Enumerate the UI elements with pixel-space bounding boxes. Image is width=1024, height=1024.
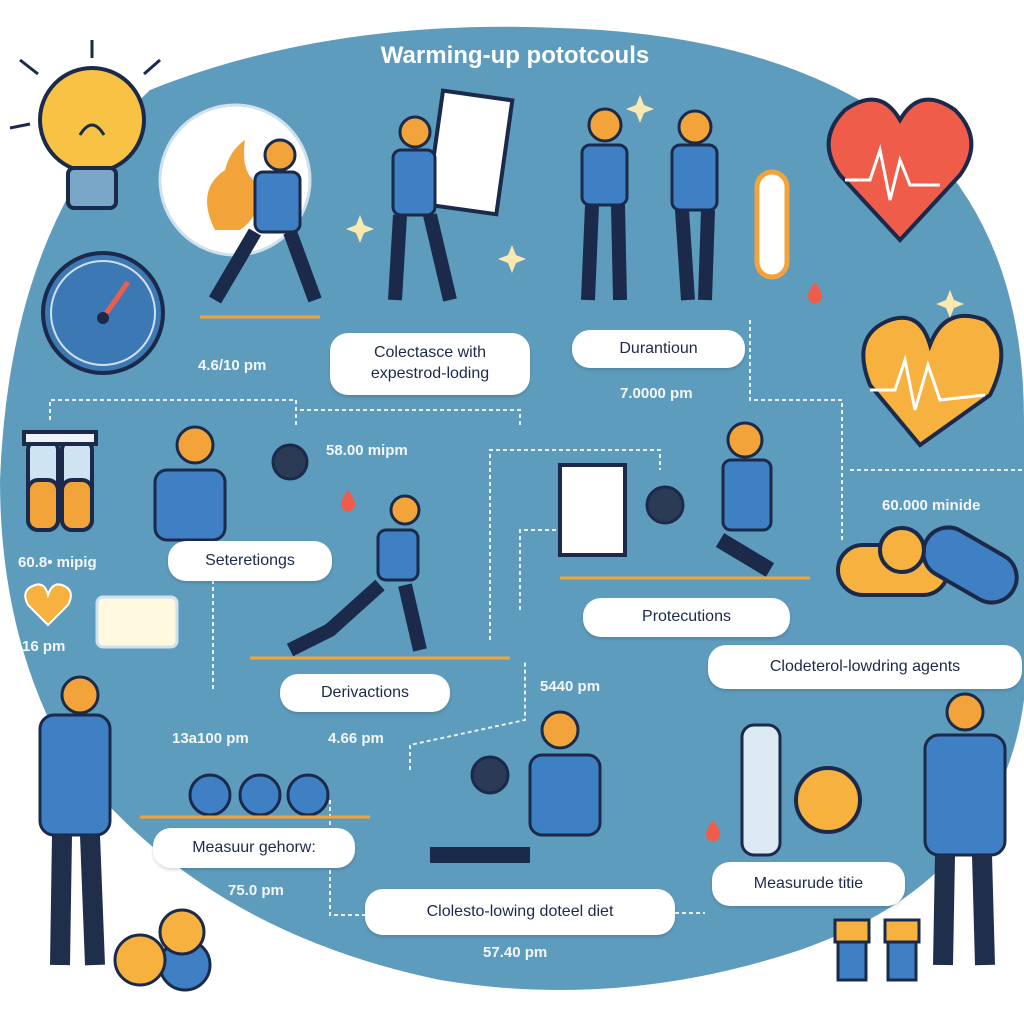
label-colectasce-line2: expestrod-loding <box>370 365 490 382</box>
small-heart-icon <box>24 583 72 627</box>
dumbbells-icon <box>833 918 921 982</box>
label-durantioun: Durantioun <box>572 330 745 368</box>
blood-drop-icons <box>341 282 822 842</box>
floor-lines <box>200 315 810 660</box>
pills-icon <box>836 525 1019 605</box>
person-coach-right <box>923 692 1007 966</box>
exercise-figures <box>38 107 1007 966</box>
time-readout: 4.66 pm <box>328 730 384 747</box>
label-clodeterol: Clodeterol-lowdring agents <box>708 645 1022 689</box>
clipboard-icon <box>424 88 515 217</box>
water-bottle-icon <box>740 723 782 857</box>
time-readout: 58.00 mipm <box>326 442 408 459</box>
person-standing-1 <box>580 107 629 301</box>
time-readout: 4.6/10 pm <box>198 357 267 374</box>
page-title: Warming-up pototcouls <box>380 42 650 69</box>
time-readout: 75.0 pm <box>228 882 284 899</box>
person-kneeling <box>645 421 775 577</box>
chat-bubble-icon <box>95 595 179 649</box>
person-lunging <box>208 138 322 304</box>
heart-red-icon <box>826 97 974 243</box>
person-coach-left <box>38 675 112 966</box>
thermometer-icon <box>754 169 790 280</box>
person-lunge-dumbbell <box>286 494 427 657</box>
time-readout: 7.0000 pm <box>620 385 693 402</box>
label-seteretiongs: Seteretiongs <box>168 541 332 581</box>
person-seated-curl <box>430 710 602 863</box>
time-readout: 60.8• mipig <box>18 554 97 571</box>
time-readout: 57.40 pm <box>483 944 548 961</box>
light-bulb-icon <box>9 40 161 210</box>
time-readout: 13a100 pm <box>172 730 249 747</box>
time-readout: 5440 pm <box>540 678 601 695</box>
person-standing-2 <box>670 109 719 301</box>
gauge-clock-icon <box>41 251 165 375</box>
person-dumbbell-curl <box>153 425 309 542</box>
label-colectasce-line1: Colectasce with <box>373 344 487 362</box>
label-measurude: Measurude titie <box>712 862 905 906</box>
time-readout: 60.000 minide <box>882 497 981 514</box>
test-tubes-icon <box>22 430 98 532</box>
label-clolesto: Clolesto-lowing doteel diet <box>365 889 675 935</box>
sparkle-icons <box>346 95 964 318</box>
label-colectasce: Colectasce with expestrod-loding <box>330 333 530 395</box>
timer-icon <box>794 766 862 834</box>
label-derivactions: Derivactions <box>280 674 450 712</box>
label-protecutions: Protecutions <box>583 598 790 637</box>
clipboard-icon <box>558 463 627 557</box>
person-clipboard <box>388 115 457 302</box>
label-measuur: Measuur gehorw: <box>153 828 355 868</box>
yellow-balls-icon <box>113 908 212 992</box>
blue-balls-icon <box>140 773 370 819</box>
time-readout: 16 pm <box>22 638 66 655</box>
